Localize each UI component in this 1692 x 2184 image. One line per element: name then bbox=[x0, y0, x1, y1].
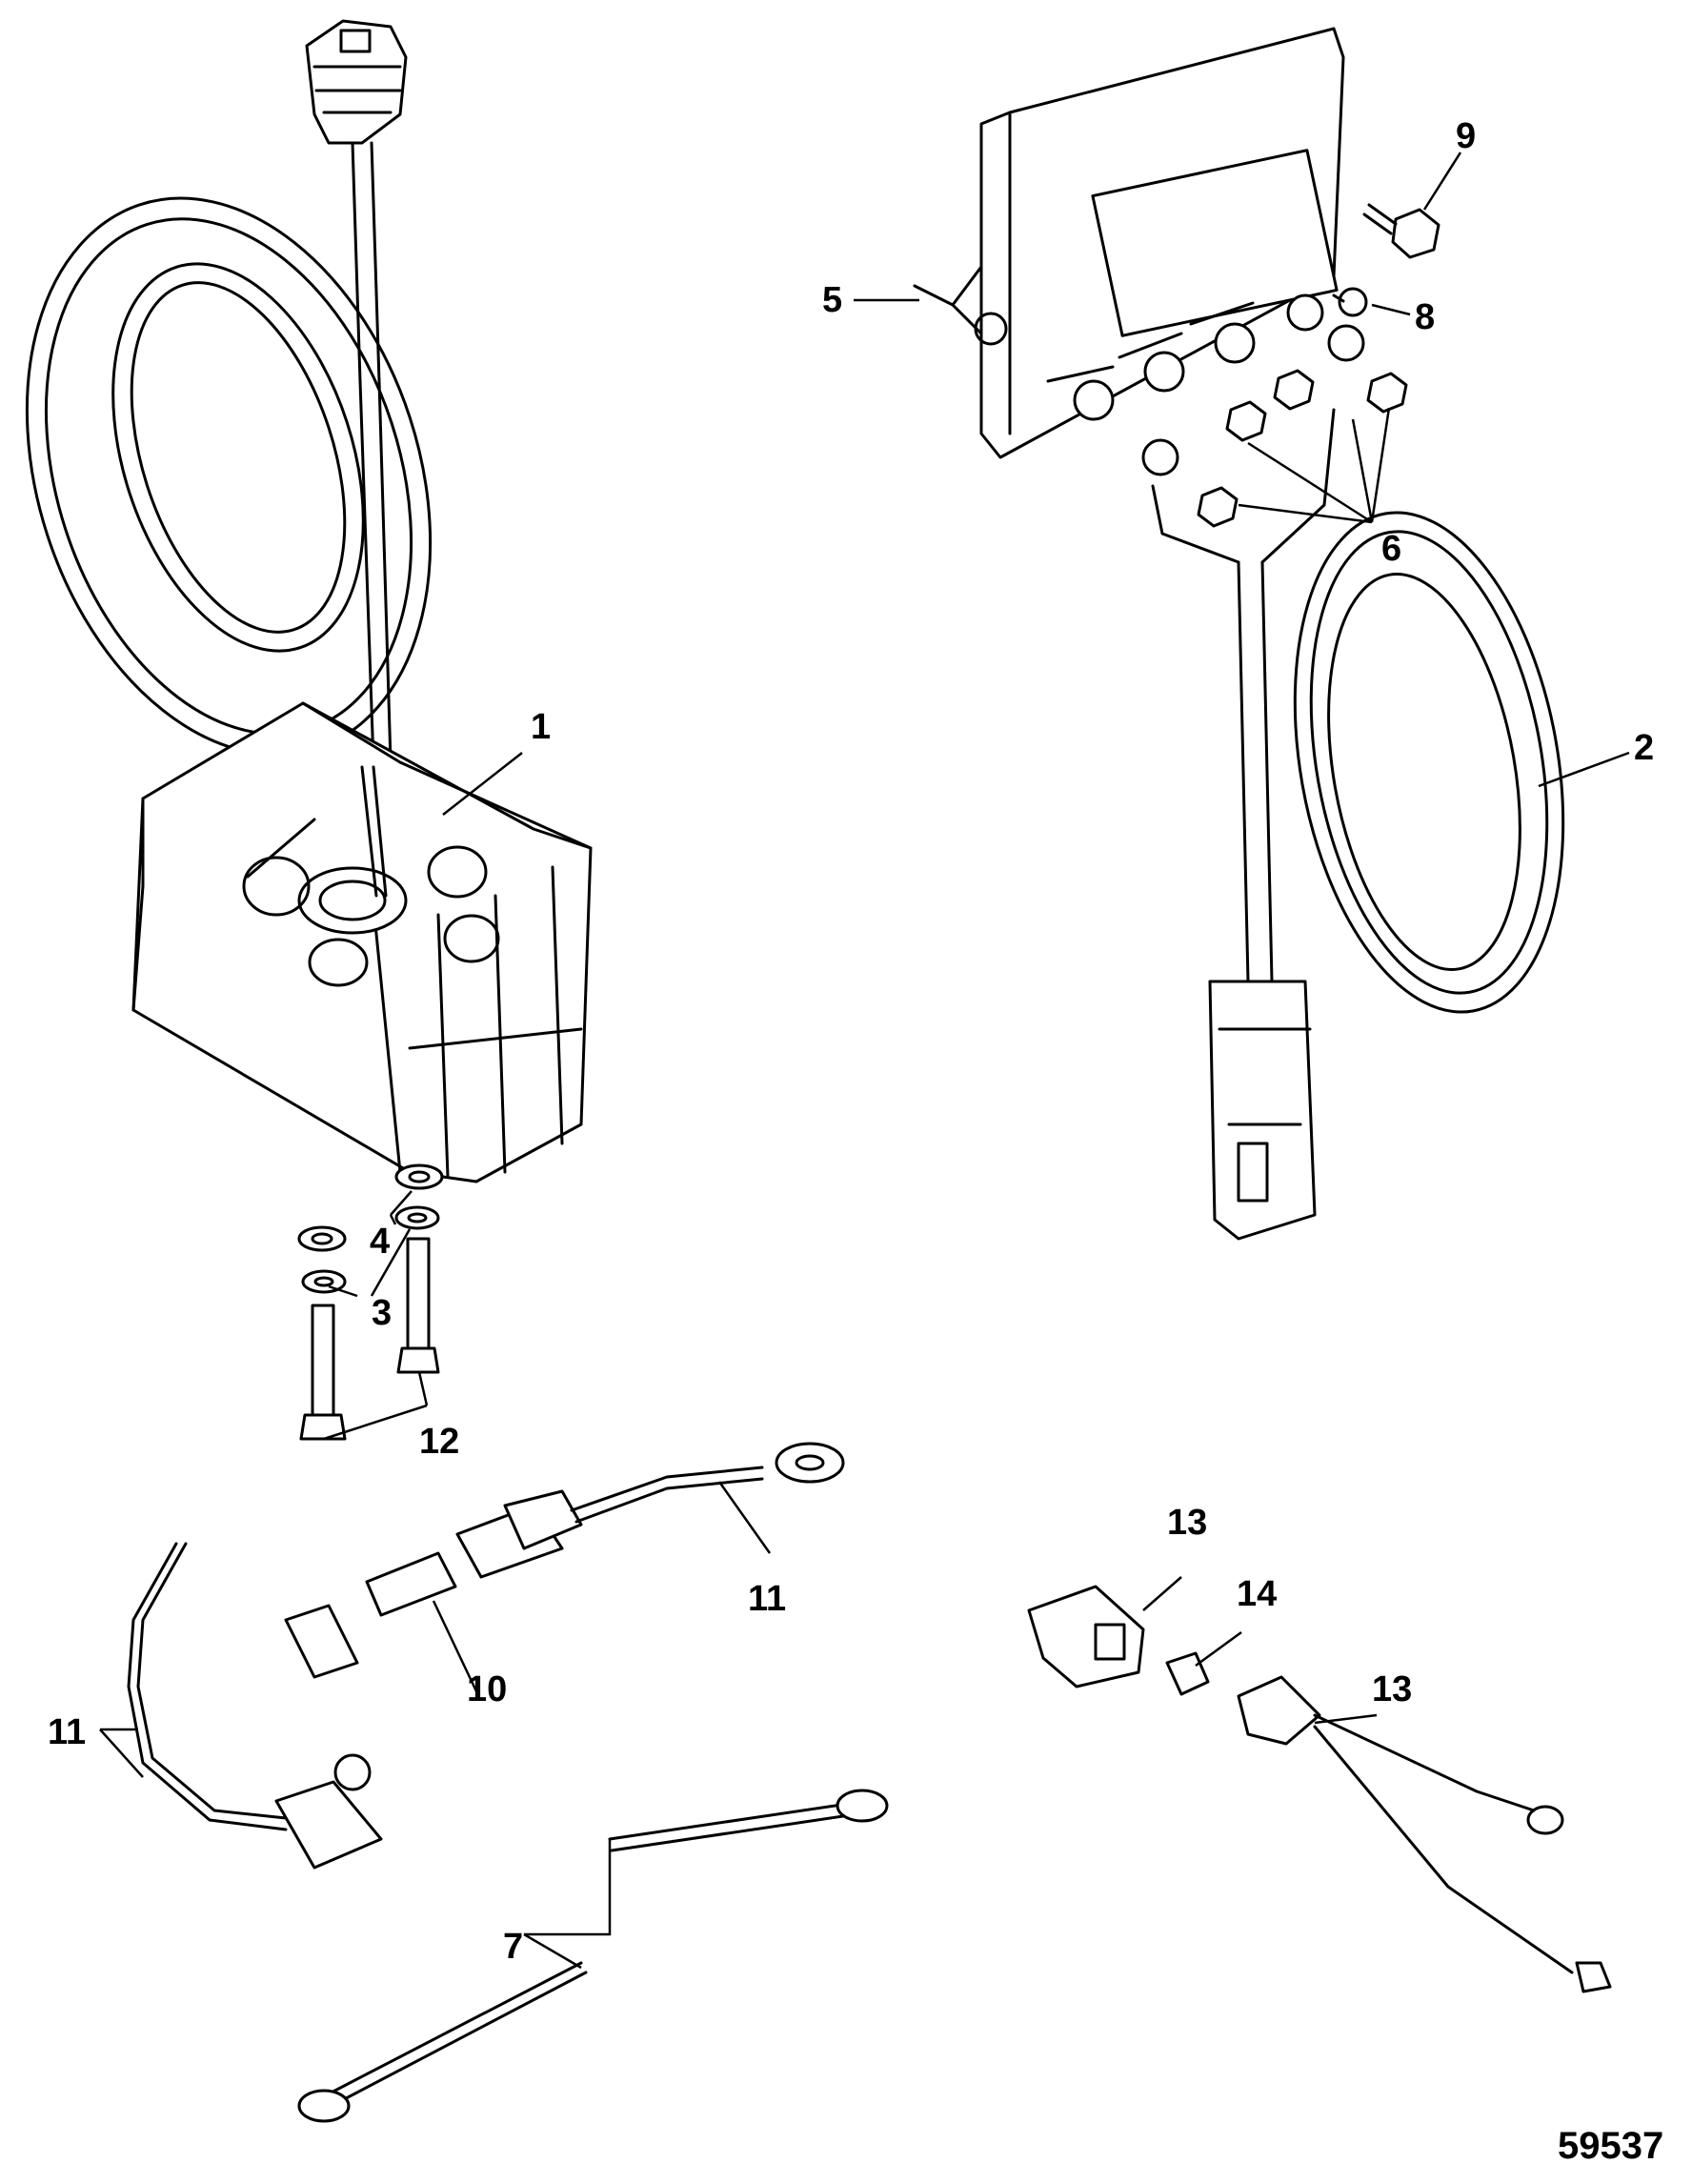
callout-2: 2 bbox=[1634, 728, 1654, 768]
part-8-9-screws bbox=[1332, 203, 1440, 317]
part-3-4-12-hardware bbox=[297, 1163, 444, 1441]
callout-3: 3 bbox=[372, 1293, 392, 1333]
part-7-ground-strap bbox=[297, 1789, 889, 2123]
callout-14: 14 bbox=[1237, 1574, 1277, 1614]
callout-6: 6 bbox=[1381, 529, 1401, 569]
part-13-14-connector bbox=[1027, 1585, 1612, 1993]
callout-11-upper: 11 bbox=[748, 1579, 786, 1619]
part-5-module bbox=[913, 27, 1345, 459]
callout-13-upper: 13 bbox=[1167, 1503, 1207, 1543]
callout-11-lower: 11 bbox=[48, 1712, 86, 1752]
callout-9: 9 bbox=[1456, 116, 1476, 156]
callout-labels: 1 2 3 4 5 6 7 8 9 10 11 11 12 13 14 13 bbox=[48, 116, 1654, 1967]
part-2-harness bbox=[1141, 324, 1565, 1241]
part-6-nuts bbox=[1197, 369, 1408, 528]
callout-8: 8 bbox=[1415, 297, 1435, 337]
part-10-11-fuse-lead bbox=[127, 1442, 845, 1870]
callout-4: 4 bbox=[370, 1222, 390, 1262]
callout-12: 12 bbox=[419, 1422, 459, 1462]
callout-13-lower: 13 bbox=[1372, 1669, 1412, 1709]
part-1-bracket-harness bbox=[25, 19, 593, 1183]
callout-5: 5 bbox=[822, 280, 842, 320]
leader-lines bbox=[99, 152, 1630, 1970]
callout-10: 10 bbox=[467, 1669, 507, 1709]
callout-7: 7 bbox=[503, 1927, 523, 1967]
callout-1: 1 bbox=[531, 707, 551, 747]
figure-number: 59537 bbox=[1558, 2125, 1663, 2167]
